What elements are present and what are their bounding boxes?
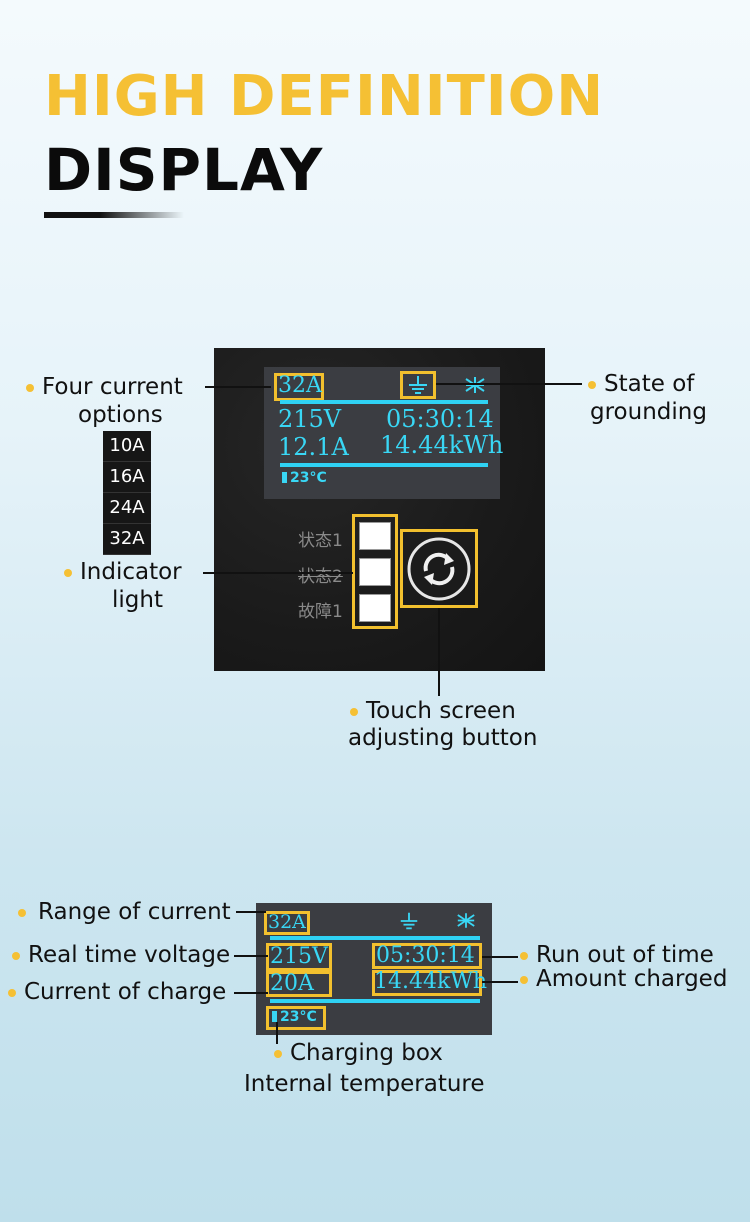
bullet-dot xyxy=(8,988,16,997)
leader-current-of-charge xyxy=(234,992,268,994)
time-value: 05:30:14 xyxy=(386,405,494,433)
detail-voltage-value: 215V xyxy=(270,944,328,969)
detail-energy-value: 14.44kWh xyxy=(374,969,488,994)
detail-current-value: 32A xyxy=(268,911,306,933)
label-options: options xyxy=(78,402,163,428)
label-indicator: Indicator xyxy=(64,558,182,586)
current-box xyxy=(274,373,324,401)
bullet-dot xyxy=(274,1049,282,1058)
bullet-dot xyxy=(520,951,528,960)
bullet-dot xyxy=(26,383,34,392)
bullet-dot xyxy=(18,908,26,917)
detail-network-icon xyxy=(457,913,475,928)
label-range-of-current: Range of current xyxy=(18,898,231,926)
label-current-of-charge: Current of charge xyxy=(8,978,226,1006)
indicator-label-3: 故障1 xyxy=(298,602,343,622)
indicator-group-box xyxy=(352,514,398,629)
bullet-dot xyxy=(588,380,596,389)
label-charging-box: Charging box xyxy=(274,1039,443,1067)
detail-divider-bottom xyxy=(270,999,480,1003)
bullet-dot xyxy=(350,707,358,716)
detail-temp-value: 23°C xyxy=(272,1009,317,1025)
voltage-value: 215V xyxy=(278,405,342,433)
detail-amps-value: 20A xyxy=(270,971,314,996)
label-run-out-of-time: Run out of time xyxy=(520,941,714,969)
detail-time-box xyxy=(372,943,482,969)
energy-value: 14.44kWh xyxy=(380,431,504,459)
label-adjusting-button: adjusting button xyxy=(348,725,538,751)
label-real-time-voltage: Real time voltage xyxy=(12,941,230,969)
leader-real-time-voltage xyxy=(234,955,268,957)
detail-time-value: 05:30:14 xyxy=(376,943,475,968)
indicator-light-1 xyxy=(359,522,391,550)
label-internal-temperature: Internal temperature xyxy=(244,1071,485,1097)
label-amount-charged: Amount charged xyxy=(520,965,727,993)
detail-screen: 32A 215V 05:30:14 20A 14.44kWh 23°C xyxy=(256,903,492,1035)
label-grounding: grounding xyxy=(590,399,707,425)
screen-divider-bottom xyxy=(280,463,488,467)
detail-voltage-box xyxy=(266,943,332,971)
label-state-of: State of xyxy=(588,370,694,398)
refresh-icon[interactable] xyxy=(406,536,472,602)
leader-four-current xyxy=(205,386,271,388)
panel-screen: 32A 215V 05:30:14 12.1A 14.44kWh 23°C xyxy=(264,367,504,499)
title-line-1: HIGH DEFINITION xyxy=(44,64,605,129)
label-four-current: Four current xyxy=(26,373,183,401)
bullet-dot xyxy=(520,975,528,984)
amps-value: 12.1A xyxy=(278,433,349,461)
screen-divider-top xyxy=(280,400,488,404)
bullet-dot xyxy=(12,951,20,960)
ground-box xyxy=(400,371,436,399)
detail-temp-box xyxy=(266,1006,326,1030)
battery-icon xyxy=(282,472,287,483)
current-option-32a: 32A xyxy=(103,524,151,555)
leader-indicator xyxy=(203,572,353,574)
ground-icon xyxy=(409,376,427,394)
indicator-light-3 xyxy=(359,594,391,622)
leader-charging-box xyxy=(276,1022,278,1044)
bullet-dot xyxy=(64,568,72,577)
current-option-24a: 24A xyxy=(103,493,151,524)
indicator-label-2: 状态2 xyxy=(298,567,343,587)
leader-amount-charged xyxy=(482,981,518,983)
detail-divider-top xyxy=(270,936,480,940)
temp-value: 23°C xyxy=(282,470,327,486)
label-touch-screen: Touch screen xyxy=(350,697,516,725)
indicator-light-2 xyxy=(359,558,391,586)
label-light: light xyxy=(112,587,163,613)
current-option-16a: 16A xyxy=(103,462,151,493)
leader-run-out-of-time xyxy=(482,956,518,958)
detail-battery-icon xyxy=(272,1011,277,1022)
indicator-label-1: 状态1 xyxy=(298,531,343,551)
title-underline xyxy=(44,212,184,218)
detail-amps-box xyxy=(266,971,332,997)
current-option-10a: 10A xyxy=(103,431,151,462)
leader-touch-screen xyxy=(438,608,440,696)
detail-energy-box xyxy=(372,970,482,996)
leader-grounding xyxy=(436,383,582,385)
detail-ground-icon xyxy=(400,912,418,930)
leader-range-of-current xyxy=(236,911,266,913)
current-value: 32A xyxy=(278,373,322,398)
title-line-2: DISPLAY xyxy=(44,136,324,204)
detail-current-box xyxy=(264,911,310,935)
touch-button-box xyxy=(400,529,478,608)
network-icon xyxy=(465,377,485,393)
